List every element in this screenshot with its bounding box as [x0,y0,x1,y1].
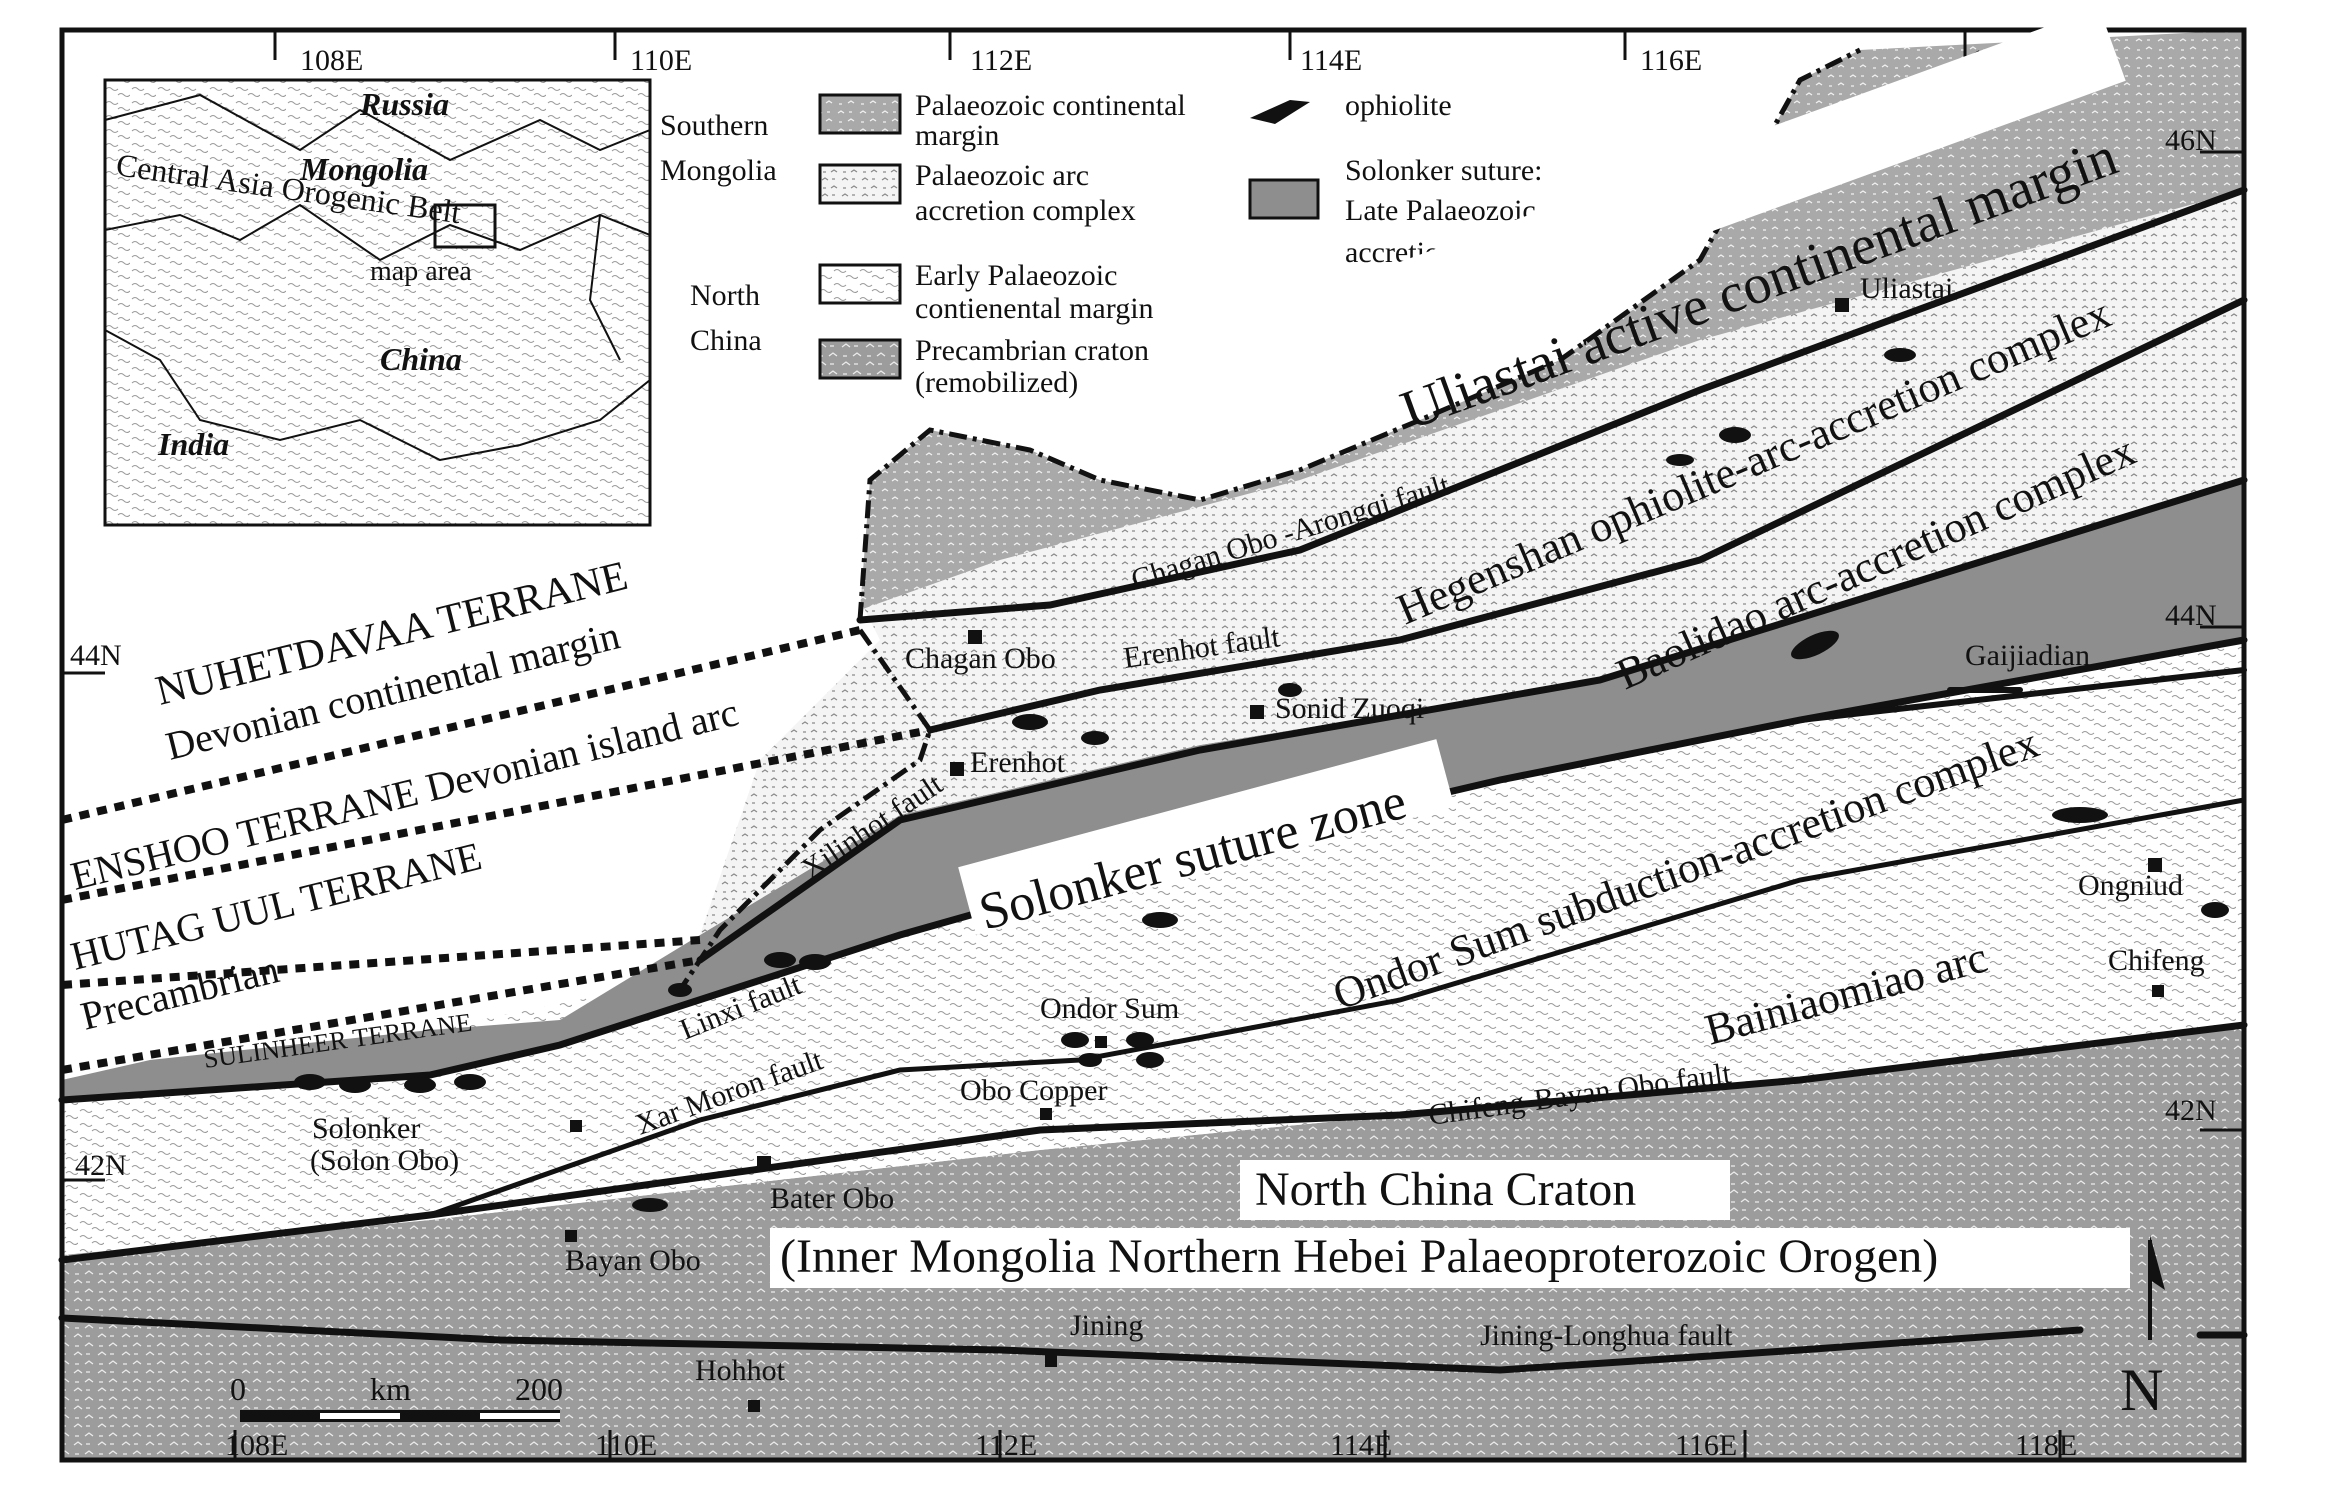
place-jining: Jining [1070,1309,1143,1342]
tick-right-44: 44N [2165,599,2217,632]
place-erenhot: Erenhot [970,746,1066,779]
tick-marks [62,30,2244,1460]
legend-craton-2: (remobilized) [915,366,1078,399]
baolidao-complex [700,290,2244,935]
north-label: N [2120,1357,2163,1423]
uliastai-margin [860,30,2244,610]
tick-right-42: 42N [2165,1094,2217,1127]
place-solon-obo: (Solon Obo) [310,1144,459,1177]
place-bater-obo: Bater Obo [770,1182,894,1215]
legend-pz-margin-1: Palaeozoic continental [915,89,1186,122]
ondor-sum-complex [560,640,2244,1080]
legend-swatch-ophiolite [1250,100,1310,124]
legend-pz-arc-2: accretion complex [915,194,1136,227]
unit-nct: North China Craton [1255,1163,1636,1216]
place-solonker: Solonker [312,1112,420,1145]
uliastai-label-box [1366,7,2126,348]
legend-suture-2: Late Palaeozoic [1345,194,1536,227]
tick-left-44: 44N [70,639,122,672]
legend-early-2: contienental margin [915,292,1154,325]
legend-china: China [690,324,762,357]
tick-bottom-116: 116E [1675,1429,1737,1462]
place-bayan-obo: Bayan Obo [565,1244,701,1277]
legend-southern: Southern [660,109,768,142]
tick-bottom-112: 112E [975,1429,1037,1462]
tick-top-112: 112E [970,44,1032,77]
fault-chifeng-bayan [58,1021,2248,1264]
legend-swatch-arc [818,163,902,205]
legend-north: North [690,279,760,312]
tick-right-46: 46N [2165,124,2217,157]
inset-mongolia: Mongolia [299,151,428,187]
place-uliastai: Uliastai [1860,272,1953,305]
tick-bottom-110: 110E [595,1429,657,1462]
solonker-suture [62,480,2244,1100]
place-obo-copper: Obo Copper [960,1074,1107,1107]
legend-pz-arc-1: Palaeozoic arc [915,159,1089,192]
inset-russia: Russia [359,86,449,122]
tick-top-110: 110E [630,44,692,77]
legend-craton-1: Precambrian craton [915,334,1149,367]
uliastai-boundary [857,47,1862,621]
inset-india: India [157,426,229,462]
fault-label-jining-longhua: Jining-Longhua fault [1480,1319,1733,1352]
place-hohhot: Hohhot [695,1354,786,1387]
fault-erenhot [926,296,2248,734]
inset-map [103,78,652,527]
place-ondor-sum: Ondor Sum [1040,992,1179,1025]
legend-pz-margin-2: margin [915,119,999,152]
legend [818,93,1320,380]
place-gaijiadian: Gaijiadian [1965,639,2090,672]
fault-baolidao-lower [696,476,2248,964]
orogen-label-box [770,1228,2130,1288]
fault-jining-longhua [58,1314,2248,1374]
inset-map-area-box [433,203,497,249]
terrane-boundaries [61,626,931,1074]
inset-china: China [380,341,462,377]
legend-mongolia: Mongolia [660,154,777,187]
solonker-label-box [958,739,1455,935]
tick-bottom-108: 108E [225,1429,288,1462]
legend-swatch-early [818,263,902,305]
fault-gaijiadian [1797,667,2247,723]
place-chifeng: Chifeng [2108,944,2205,977]
legend-early-1: Early Palaeozoic [915,259,1117,292]
fault-chagan-arongqi [856,186,2248,624]
town-markers [565,298,2164,1412]
hegenshan-complex [860,190,2244,640]
north-arrow-icon [2148,1235,2165,1340]
tick-left-42: 42N [75,1149,127,1182]
legend-swatch-margin [818,93,902,135]
tick-bottom-118: 118E [2015,1429,2077,1462]
ophiolite-marks [294,348,2229,1212]
scale-max: 200 [515,1371,563,1407]
scale-bar [240,1410,560,1422]
xilinhot-boundary [677,628,933,992]
place-ongniud: Ongniud [2078,869,2183,902]
unit-orogen: (Inner Mongolia Northern Hebei Palaeopro… [780,1230,1938,1283]
tick-top-114: 114E [1300,44,1362,77]
legend-swatch-craton [818,338,902,380]
place-chagan-obo: Chagan Obo [905,642,1056,675]
sulinheer-strip [62,1020,560,1100]
tick-top-116: 116E [1640,44,1702,77]
legend-suture-1: Solonker suture: [1345,154,1542,187]
scale-unit: km [370,1371,411,1407]
map-border [59,27,2247,1463]
legend-ophiolite: ophiolite [1345,89,1452,122]
inset-map-area: map area [370,256,472,287]
tick-top-108: 108E [300,44,363,77]
scale-zero: 0 [230,1371,246,1407]
legend-swatch-suture [1248,178,1320,220]
tick-bottom-114: 114E [1330,1429,1392,1462]
nct-label-box [1240,1160,1730,1220]
place-sonid-zuoqi: Sonid Zuoqi [1275,692,1424,725]
